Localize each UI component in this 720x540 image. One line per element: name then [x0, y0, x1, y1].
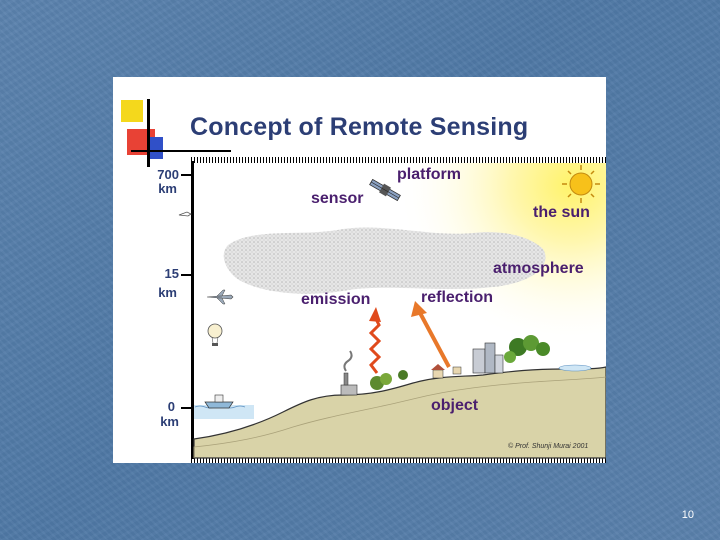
figure-title: Concept of Remote Sensing: [190, 113, 529, 141]
airplane-icon: [206, 289, 234, 305]
decor-blue-square: [149, 137, 163, 159]
altitude-15-unit: km: [158, 285, 177, 300]
remote-sensing-figure: Concept of Remote Sensing: [113, 77, 606, 463]
slide-page-number: 10: [681, 509, 694, 521]
atmosphere-cloud: [223, 227, 546, 294]
sun-icon: [562, 165, 600, 203]
houses-group: [431, 364, 462, 379]
label-the-sun: the sun: [533, 204, 590, 221]
bottom-ruler: [191, 457, 606, 463]
label-platform: platform: [397, 166, 461, 183]
lake: [558, 364, 592, 372]
satellite-icon: [369, 178, 401, 202]
label-reflection: reflection: [421, 289, 494, 306]
label-atmosphere: atmosphere: [493, 260, 584, 277]
water: [194, 405, 254, 419]
tick-15: [181, 274, 191, 276]
reflection-arrow: [417, 310, 451, 368]
tick-700: [181, 174, 191, 176]
scene-illustration: [178, 163, 606, 459]
small-plane-icon: [178, 211, 192, 217]
altitude-0-unit: km: [160, 414, 179, 429]
decor-yellow-square: [121, 100, 143, 122]
emission-arrowhead: [369, 307, 381, 322]
trees-group: [370, 335, 550, 390]
reflection-arrowhead: [411, 301, 427, 317]
buildings-icon: [472, 342, 504, 374]
tick-0: [181, 407, 191, 409]
altitude-axis: [191, 161, 194, 459]
copyright-text: © Prof. Shunji Murai 2001: [508, 443, 589, 450]
factory-icon: [340, 350, 358, 396]
balloon-icon: [207, 323, 223, 346]
altitude-700-value: 700: [157, 167, 179, 182]
ship-icon: [204, 394, 234, 409]
altitude-15-value: 15: [164, 266, 179, 281]
label-emission: emission: [301, 291, 371, 308]
altitude-0-value: 0: [167, 399, 175, 414]
decor-vertical-line: [147, 99, 150, 167]
decor-horizontal-line: [131, 150, 231, 152]
label-object: object: [431, 397, 479, 414]
emission-arrow: [368, 316, 382, 374]
top-ruler: [191, 157, 606, 163]
altitude-700-unit: km: [158, 181, 177, 196]
label-sensor: sensor: [311, 190, 364, 207]
